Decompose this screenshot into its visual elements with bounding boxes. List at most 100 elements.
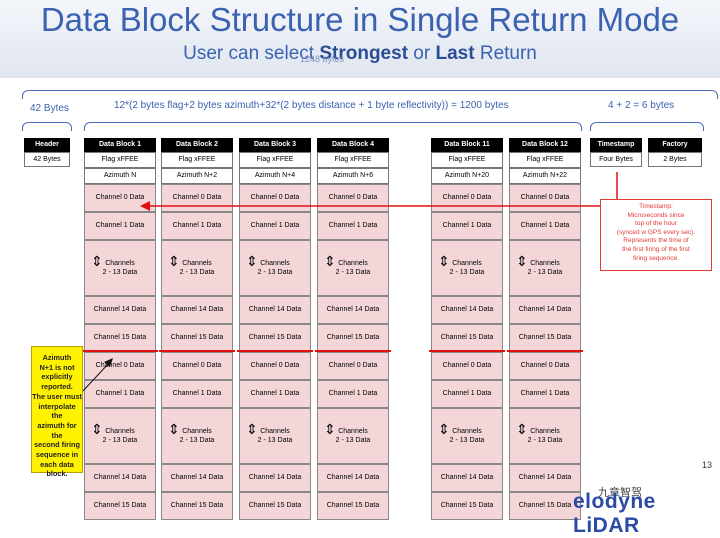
channel-14-cell: Channel 14 Data <box>161 296 233 324</box>
channel-1-cell: Channel 1 Data <box>509 380 581 408</box>
firing-sequence-divider <box>429 350 505 352</box>
channels-mid-label: Channels <box>338 428 368 435</box>
channel-0-cell: Channel 0 Data <box>509 352 581 380</box>
data-bytes-formula: 12*(2 bytes flag+2 bytes azimuth+32*(2 b… <box>114 100 509 111</box>
azimuth-cell: Azimuth N+20 <box>431 168 503 184</box>
channel-14-cell: Channel 14 Data <box>317 296 389 324</box>
channel-0-cell: Channel 0 Data <box>509 184 581 212</box>
channel-15-cell: Channel 15 Data <box>317 492 389 520</box>
header-col-value: 42 Bytes <box>24 152 70 167</box>
channels-mid-range: 2 - 13 Data <box>527 269 563 276</box>
brand-logo: elodyne LiDAR <box>573 490 656 537</box>
double-arrow-icon: ⇕ <box>91 421 103 437</box>
channels-mid-label: Channels <box>452 260 482 267</box>
tail-brace <box>590 122 704 131</box>
channel-15-cell: Channel 15 Data <box>84 324 156 352</box>
channels-mid-label: Channels <box>105 260 135 267</box>
channel-15-cell: Channel 15 Data <box>317 324 389 352</box>
page-title: Data Block Structure in Single Return Mo… <box>40 1 680 38</box>
channel-1-cell: Channel 1 Data <box>84 380 156 408</box>
channel-15-cell: Channel 15 Data <box>239 492 311 520</box>
timestamp-arrow-head <box>140 201 150 211</box>
channels-mid-label: Channels <box>452 428 482 435</box>
channel-0-cell: Channel 0 Data <box>239 352 311 380</box>
data-block-label: Data Block 3 <box>239 138 311 152</box>
channel-14-cell: Channel 14 Data <box>239 464 311 492</box>
channel-0-cell: Channel 0 Data <box>239 184 311 212</box>
channel-1-cell: Channel 1 Data <box>84 212 156 240</box>
factory-col-label: Factory <box>648 138 702 152</box>
tail-bytes-label: 4 + 2 = 6 bytes <box>608 100 675 111</box>
channel-14-cell: Channel 14 Data <box>84 296 156 324</box>
channels-mid-range: 2 - 13 Data <box>335 437 371 444</box>
header-bytes-label: 42 Bytes <box>30 103 69 114</box>
data-block-label: Data Block 12 <box>509 138 581 152</box>
channel-14-cell: Channel 14 Data <box>317 464 389 492</box>
double-arrow-icon: ⇕ <box>168 421 180 437</box>
azimuth-cell: Azimuth N+22 <box>509 168 581 184</box>
channels-mid-label: Channels <box>260 428 290 435</box>
channel-14-cell: Channel 14 Data <box>161 464 233 492</box>
channels-mid-label: Channels <box>530 260 560 267</box>
channel-15-cell: Channel 15 Data <box>509 492 581 520</box>
channel-1-cell: Channel 1 Data <box>239 212 311 240</box>
channel-0-cell: Channel 0 Data <box>161 184 233 212</box>
azimuth-note-arrow-line <box>81 361 111 393</box>
azimuth-cell: Azimuth N+6 <box>317 168 389 184</box>
firing-sequence-divider <box>237 350 313 352</box>
firing-sequence-divider <box>159 350 235 352</box>
channels-2-13-cell: Channels 2 - 13 Data⇕ <box>84 408 156 464</box>
channels-mid-range: 2 - 13 Data <box>527 437 563 444</box>
azimuth-cell: Azimuth N+2 <box>161 168 233 184</box>
page-subtitle: User can select Strongest or Last Return <box>183 43 537 64</box>
double-arrow-icon: ⇕ <box>168 253 180 269</box>
channels-mid-label: Channels <box>105 428 135 435</box>
azimuth-note-arrow-head <box>104 358 113 367</box>
channel-15-cell: Channel 15 Data <box>84 492 156 520</box>
channel-1-cell: Channel 1 Data <box>161 212 233 240</box>
channel-15-cell: Channel 15 Data <box>161 492 233 520</box>
header-brace <box>22 122 72 131</box>
channel-15-cell: Channel 15 Data <box>161 324 233 352</box>
channel-1-cell: Channel 1 Data <box>239 380 311 408</box>
channel-0-cell: Channel 0 Data <box>431 184 503 212</box>
channel-14-cell: Channel 14 Data <box>239 296 311 324</box>
total-bytes-label: 1248 bytes <box>300 54 345 64</box>
channels-mid-range: 2 - 13 Data <box>257 437 293 444</box>
firing-sequence-divider <box>82 350 158 352</box>
data-blocks-brace <box>84 122 582 131</box>
header-col-label: Header <box>24 138 70 152</box>
channels-mid-range: 2 - 13 Data <box>449 269 485 276</box>
channel-1-cell: Channel 1 Data <box>431 212 503 240</box>
flag-cell: Flag xFFEE <box>509 152 581 168</box>
data-block-label: Data Block 11 <box>431 138 503 152</box>
channel-0-cell: Channel 0 Data <box>317 184 389 212</box>
data-block-label: Data Block 2 <box>161 138 233 152</box>
double-arrow-icon: ⇕ <box>324 253 336 269</box>
channel-15-cell: Channel 15 Data <box>431 492 503 520</box>
data-block-label: Data Block 1 <box>84 138 156 152</box>
title-band <box>0 0 720 78</box>
flag-cell: Flag xFFEE <box>431 152 503 168</box>
firing-sequence-divider <box>507 350 583 352</box>
channel-1-cell: Channel 1 Data <box>317 212 389 240</box>
channel-1-cell: Channel 1 Data <box>509 212 581 240</box>
channels-2-13-cell: Channels 2 - 13 Data⇕ <box>317 408 389 464</box>
double-arrow-icon: ⇕ <box>246 421 258 437</box>
channels-mid-range: 2 - 13 Data <box>102 269 138 276</box>
channels-mid-label: Channels <box>182 260 212 267</box>
channel-14-cell: Channel 14 Data <box>431 296 503 324</box>
channels-mid-range: 2 - 13 Data <box>449 437 485 444</box>
channels-mid-range: 2 - 13 Data <box>257 269 293 276</box>
flag-cell: Flag xFFEE <box>84 152 156 168</box>
channel-0-cell: Channel 0 Data <box>317 352 389 380</box>
channels-mid-label: Channels <box>338 260 368 267</box>
channels-mid-range: 2 - 13 Data <box>102 437 138 444</box>
azimuth-cell: Azimuth N+4 <box>239 168 311 184</box>
double-arrow-icon: ⇕ <box>324 421 336 437</box>
